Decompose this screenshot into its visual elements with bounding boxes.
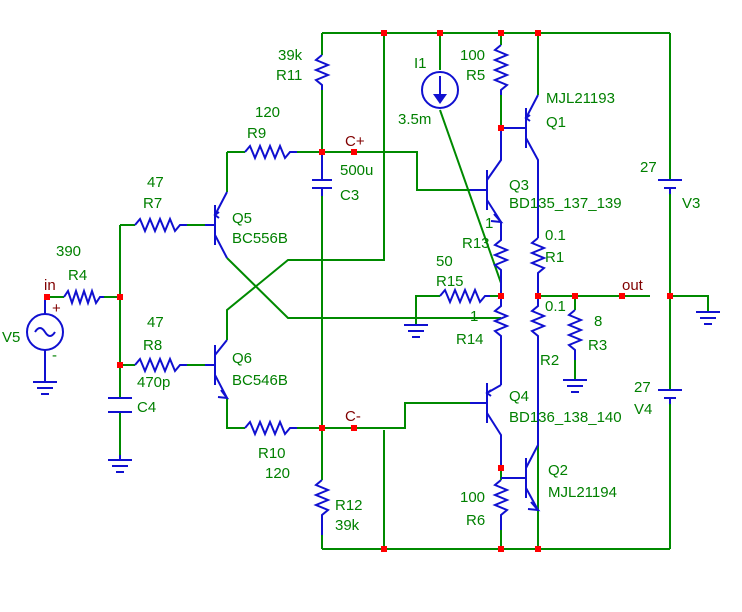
- resistor-r14: [492, 296, 510, 385]
- resistor-r15: [439, 287, 490, 305]
- r10-value: 120: [265, 465, 290, 482]
- q6-part: BC546B: [232, 372, 288, 389]
- resistor-r8: [134, 356, 187, 374]
- resistor-r9: [244, 143, 297, 161]
- r14-value: 1: [470, 308, 478, 325]
- v3-label: V3: [682, 195, 700, 212]
- i1-label: I1: [414, 55, 427, 72]
- c3-value: 500u: [340, 162, 373, 179]
- ground-c4: [108, 455, 132, 473]
- v5-label: V5: [2, 329, 20, 346]
- r2-value: 0.1: [545, 298, 566, 315]
- r4-label: R4: [68, 267, 87, 284]
- r13-label: R13: [462, 235, 490, 252]
- r12-label: R12: [335, 497, 363, 514]
- capacitor-c3: [312, 152, 332, 196]
- resistor-r7: [134, 216, 187, 234]
- v3-value: 27: [640, 159, 657, 176]
- r5-label: R5: [466, 67, 485, 84]
- resistor-r2: [529, 296, 547, 345]
- ground-r15: [404, 324, 428, 338]
- resistor-r11: [313, 54, 331, 90]
- ground-r3: [563, 379, 587, 393]
- v5-plus: +: [52, 300, 61, 317]
- v4-value: 27: [634, 379, 651, 396]
- ground-v5: [33, 381, 57, 395]
- net-cminus: C-: [345, 408, 361, 425]
- q1-part: MJL21193: [546, 90, 615, 107]
- labels: 39k R11 120 R9 C+ 500u C3 47 R7 Q5 BC556…: [2, 47, 700, 534]
- resistor-r6: [492, 479, 510, 530]
- r1-label: R1: [545, 249, 564, 266]
- net-in: in: [44, 277, 56, 294]
- c4-value: 470p: [137, 374, 170, 391]
- r6-label: R6: [466, 512, 485, 529]
- resistor-r12: [313, 479, 331, 535]
- transistor-q6: [205, 339, 228, 399]
- v5-minus: -: [52, 347, 57, 364]
- current-source-i1: [421, 71, 459, 109]
- transistor-q5: [205, 191, 228, 259]
- resistor-r1: [529, 237, 547, 296]
- resistor-r3: [566, 309, 584, 360]
- r6-value: 100: [460, 489, 485, 506]
- q1-label: Q1: [546, 114, 566, 131]
- r11-label: R11: [276, 67, 302, 84]
- net-cplus: C+: [345, 133, 365, 150]
- v4-label: V4: [634, 401, 652, 418]
- r3-label: R3: [588, 337, 607, 354]
- resistor-r10: [244, 419, 297, 437]
- transistor-q1: [501, 94, 539, 238]
- r15-label: R15: [436, 273, 464, 290]
- r7-label: R7: [143, 195, 162, 212]
- net-out: out: [622, 277, 644, 294]
- r13-value: 1: [485, 215, 493, 232]
- wires: [47, 32, 709, 550]
- r7-value: 47: [147, 174, 164, 191]
- r5-value: 100: [460, 47, 485, 64]
- components: [26, 44, 720, 535]
- resistor-r13: [492, 222, 510, 296]
- r10-label: R10: [258, 445, 286, 462]
- q4-part: BD136_138_140: [509, 409, 622, 426]
- transistor-q3: [470, 128, 502, 223]
- transistor-q2: [501, 345, 539, 511]
- r9-label: R9: [247, 125, 266, 142]
- q6-label: Q6: [232, 350, 252, 367]
- q5-part: BC556B: [232, 230, 288, 247]
- q4-label: Q4: [509, 388, 529, 405]
- r3-value: 8: [594, 313, 602, 330]
- c3-label: C3: [340, 187, 359, 204]
- transistor-q4: [470, 383, 502, 468]
- q3-label: Q3: [509, 177, 529, 194]
- ground-right: [696, 311, 720, 325]
- r8-label: R8: [143, 337, 162, 354]
- resistor-r4: [63, 287, 104, 307]
- battery-v4: [658, 389, 682, 404]
- q3-part: BD135_137_139: [509, 195, 622, 212]
- r15-value: 50: [436, 253, 453, 270]
- r11-value: 39k: [278, 47, 303, 64]
- r8-value: 47: [147, 314, 164, 331]
- r14-label: R14: [456, 331, 484, 348]
- resistor-r5: [492, 44, 510, 95]
- i1-value: 3.5m: [398, 111, 431, 128]
- r1-value: 0.1: [545, 227, 566, 244]
- r12-value: 39k: [335, 517, 360, 534]
- capacitor-c4: [108, 397, 132, 413]
- r9-value: 120: [255, 104, 280, 121]
- c4-label: C4: [137, 399, 156, 416]
- q2-label: Q2: [548, 462, 568, 479]
- q5-label: Q5: [232, 210, 252, 227]
- q2-part: MJL21194: [548, 484, 617, 501]
- r2-label: R2: [540, 352, 559, 369]
- r4-value: 390: [56, 243, 81, 260]
- battery-v3: [658, 179, 682, 194]
- junctions: [44, 30, 673, 552]
